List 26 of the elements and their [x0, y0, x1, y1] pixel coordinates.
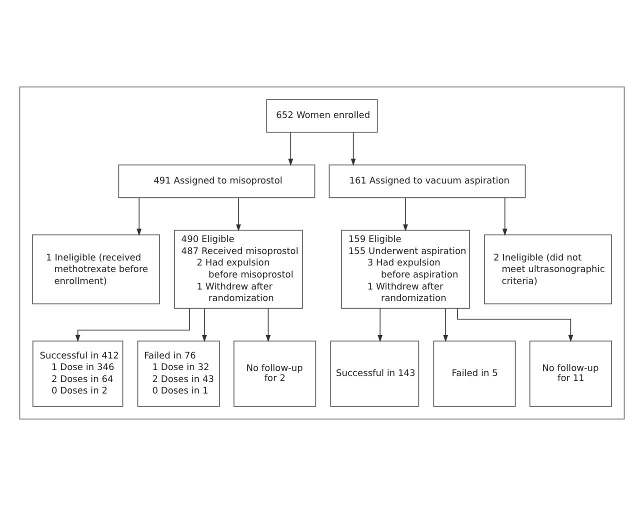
node-box: Failed in 5	[433, 340, 516, 407]
node-box: 490 Eligible 487 Received misoprostol 2 Had expulsion before misoprostol 1 Withdrew after randomization	[174, 230, 303, 309]
node-box: 491 Assigned to misoprostol	[118, 164, 316, 198]
arrow	[288, 132, 294, 166]
arrow	[403, 197, 408, 232]
node-box: Successful in 143	[330, 340, 420, 407]
node-box: No follow-up for 2	[234, 340, 316, 407]
arrow	[350, 132, 356, 166]
node-box: 1 Ineligible (received methotrexate before enrollment)	[32, 234, 160, 304]
arrow	[236, 197, 241, 232]
arrow	[457, 308, 574, 342]
arrow	[75, 308, 190, 342]
node-box: 2 Ineligible (did not meet ultrasonographic criteria)	[484, 234, 612, 304]
node-box: 159 Eligible 155 Underwent aspiration 3 Had expulsion before aspiration 1 Withdrew after randomization	[341, 230, 470, 309]
node-box: Failed in 76 1 Dose in 32 2 Doses in 43 0 Doses in 1	[137, 340, 220, 407]
arrow	[136, 197, 142, 236]
arrow	[378, 308, 383, 342]
node-box: 652 Women enrolled	[266, 99, 378, 133]
node-box: No follow-up for 11	[529, 340, 612, 407]
cluster	[19, 86, 625, 420]
arrow	[502, 197, 508, 236]
node-box: 161 Assigned to vacuum aspiration	[328, 164, 526, 198]
arrow	[266, 308, 271, 342]
arrow	[202, 308, 207, 342]
arrow	[443, 308, 448, 342]
node-box: Successful in 412 1 Dose in 346 2 Doses in 64 0 Doses in 2	[32, 340, 124, 407]
